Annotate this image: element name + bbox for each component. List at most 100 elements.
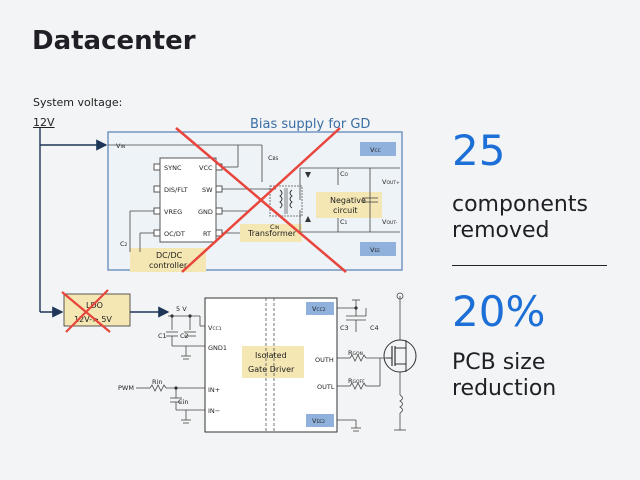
- gate-driver-label-1: Isolated: [255, 351, 287, 360]
- cap-co-label-sub: O: [345, 172, 349, 178]
- driver-wiring: [136, 296, 406, 432]
- vcc2-label: V: [312, 305, 317, 313]
- svg-text:VOUT+: VOUT+: [382, 178, 400, 186]
- svg-text:VCC: VCC: [370, 146, 381, 154]
- svg-text:CBS: CBS: [268, 154, 279, 162]
- pin-rt: RT: [203, 230, 211, 238]
- pin-vcc: VCC: [199, 164, 213, 172]
- bias-vin-label: V: [116, 142, 121, 150]
- pin-sw: SW: [202, 186, 213, 194]
- svg-text:CIN: CIN: [270, 223, 279, 231]
- pin-vcc1-label: V: [208, 324, 213, 332]
- rgon-label: R: [348, 349, 353, 357]
- isolation-barrier: [265, 298, 275, 432]
- pin-outl-label: OUTL: [317, 383, 335, 391]
- rgoff-label: R: [348, 377, 353, 385]
- bias-diodes: [305, 172, 311, 222]
- pwm-label: PWM: [118, 384, 134, 392]
- pin-oc-dt: OC/DT: [164, 230, 185, 238]
- cap-cin-label-sub: IN: [275, 225, 280, 231]
- vee2-label-sub: EE2: [316, 419, 325, 425]
- svg-text:VOUT-: VOUT-: [382, 218, 398, 226]
- driver-dots: [170, 306, 358, 390]
- cin-label: Cin: [178, 398, 188, 406]
- cap-c1-driver-label: C1: [158, 332, 167, 340]
- page-title: Datacenter: [32, 26, 196, 56]
- pin-in-minus-label: IN−: [208, 407, 220, 415]
- vout-neg-label-sub: OUT-: [386, 220, 397, 226]
- bias-vin-label-sub: IN: [120, 144, 125, 150]
- cap-c3-label: C3: [340, 324, 349, 332]
- bias-removed-cross: [175, 127, 347, 273]
- stat-components-value: 25: [452, 126, 506, 175]
- svg-text:VCC1: VCC1: [208, 324, 222, 332]
- ldo-removed-cross: [61, 289, 111, 333]
- controller-ic: [159, 157, 217, 243]
- rgon-label-sub: GON: [353, 351, 363, 357]
- vcc-box: [360, 142, 396, 156]
- svg-text:CO: CO: [340, 170, 349, 178]
- bias-supply-label: Bias supply for GD: [250, 117, 370, 132]
- cap-c1-label: C: [340, 218, 345, 226]
- system-voltage-label: System voltage:: [33, 96, 123, 109]
- svg-text:RGOFF: RGOFF: [348, 377, 365, 385]
- negative-circuit-highlight: [316, 192, 382, 218]
- vee2-box: [306, 414, 334, 427]
- vout-neg-label: V: [382, 218, 387, 226]
- svg-text:RGON: RGON: [348, 349, 363, 357]
- rin-label: Rin: [152, 378, 162, 386]
- ldo-label-2: 12V-> 5V: [74, 315, 112, 324]
- negative-circuit-label-1: Negative: [330, 196, 366, 205]
- bias-wiring: [108, 144, 400, 252]
- vout-pos-label-sub: OUT+: [386, 180, 400, 186]
- drain-terminal: [396, 292, 404, 300]
- pin-in-plus-label: IN+: [208, 386, 220, 394]
- transformer-highlight: [240, 224, 302, 242]
- stat-components-line1: components: [452, 192, 588, 217]
- svg-text:VCC2: VCC2: [312, 305, 326, 313]
- cap-co-label: C: [340, 170, 345, 178]
- power-mosfet: [383, 339, 417, 373]
- negative-circuit-label-2: circuit: [333, 206, 358, 215]
- vcc2-box: [306, 302, 334, 315]
- cap-c2-label-sub: 2: [125, 242, 128, 248]
- ldo-label-1: LDO: [86, 301, 103, 310]
- pin-vcc1-label-sub: CC1: [212, 326, 221, 332]
- vee2-label: V: [312, 417, 317, 425]
- rgoff-label-sub: GOFF: [353, 379, 366, 385]
- input-voltage-label: 12V: [33, 116, 55, 129]
- vout-pos-label: V: [382, 178, 387, 186]
- svg-text:C1: C1: [340, 218, 348, 226]
- svg-text:VEE2: VEE2: [312, 417, 325, 425]
- cap-c1-label-sub: 1: [345, 220, 348, 226]
- stat-pcb-line1: PCB size: [452, 350, 546, 375]
- stat-pcb-value: 20%: [452, 287, 546, 336]
- cap-cbs-label: C: [268, 154, 273, 162]
- pin-gnd: GND: [198, 208, 213, 216]
- svg-text:VEE: VEE: [370, 246, 380, 254]
- pin-gnd1-label: GND1: [208, 344, 227, 352]
- svg-text:C2: C2: [120, 240, 128, 248]
- controller-label-1: DC/DC: [156, 251, 183, 260]
- transformer-label: Transformer: [247, 229, 297, 238]
- vcc-box-label: V: [370, 146, 375, 154]
- vcc-box-label-sub: CC: [374, 148, 380, 154]
- cap-c4-label: C4: [370, 324, 379, 332]
- pin-vreg: VREG: [164, 208, 182, 216]
- cap-cbs-label-sub: BS: [273, 156, 279, 162]
- gate-driver-highlight: [242, 346, 304, 378]
- cap-c2-label: C: [120, 240, 125, 248]
- vee-box: [360, 242, 396, 256]
- transformer: [269, 185, 303, 217]
- vee-box-label: V: [370, 246, 375, 254]
- pin-dis-flt: DIS/FLT: [164, 186, 188, 194]
- stat-components-line2: removed: [452, 218, 550, 243]
- pin-outh-label: OUTH: [315, 356, 334, 364]
- stats-divider: [452, 265, 607, 266]
- svg-text:VIN: VIN: [116, 142, 125, 150]
- vee-box-label-sub: EE: [374, 248, 380, 254]
- cap-cin-label: C: [270, 223, 275, 231]
- supply-bus: [39, 128, 170, 318]
- vcc2-label-sub: CC2: [316, 307, 325, 313]
